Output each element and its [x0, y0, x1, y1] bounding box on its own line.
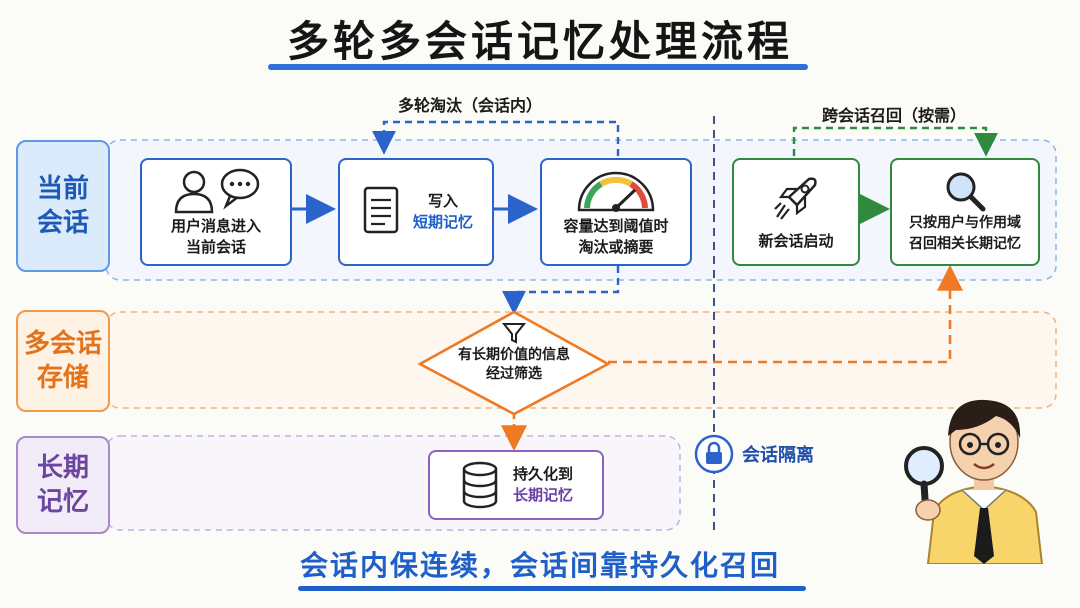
step-filter-line1: 有长期价值的信息 — [458, 347, 570, 363]
step-capacity-threshold: 容量达到阈值时 淘汰或摘要 — [540, 158, 692, 266]
person-illustration — [904, 399, 1044, 564]
lane-label-current-session: 当前 会话 — [16, 140, 110, 272]
document-icon — [363, 186, 399, 234]
lane-current-line2: 会话 — [36, 208, 89, 238]
step-write-line2: 短期记忆 — [412, 213, 473, 231]
gauge-icon — [577, 171, 655, 212]
arrow-filter-to-recall — [608, 264, 963, 364]
step-persist-line2: 长期记忆 — [512, 486, 573, 504]
lane-label-long-term-memory: 长期 记忆 — [16, 436, 110, 534]
filter-diamond — [417, 310, 611, 416]
lane-current-line1: 当前 — [36, 174, 89, 204]
step-persist-text: 持久化到 长期记忆 — [513, 464, 573, 506]
page-title: 多轮多会话记忆处理流程 — [286, 17, 793, 66]
step-persist-long-term: 持久化到 长期记忆 — [428, 450, 604, 520]
step-filter-valuable: 有长期价值的信息 经过筛选 — [436, 320, 592, 410]
bottom-slogan: 会话内保连续，会话间靠持久化召回 — [299, 549, 780, 582]
step-filter-line2: 经过筛选 — [486, 366, 542, 382]
funnel-icon — [501, 323, 527, 344]
title-underline — [268, 64, 808, 70]
session-isolation-label: 会话隔离 — [742, 445, 814, 466]
magnifier-icon — [946, 172, 986, 212]
label-cross-session-recall: 跨会话召回（按需） — [822, 106, 967, 125]
lane-label-multi-session-storage: 多会话 存储 — [16, 310, 110, 412]
step-user-message-line2: 当前会话 — [185, 238, 246, 256]
arrow-cross-session-recall — [792, 126, 998, 157]
step-write-short-term: 写入 短期记忆 — [338, 158, 494, 266]
step-capacity-line1: 容量达到阈值时 — [563, 217, 669, 235]
step-new-session-start: 新会话启动 — [732, 158, 860, 266]
lane-longterm-line1: 长期 — [36, 453, 89, 483]
user-chat-icon — [174, 168, 260, 214]
arrow-capacity-to-filter — [502, 266, 620, 315]
session-isolation: 会话隔离 — [694, 434, 844, 474]
step-recall-line1: 只按用户与作用域 — [909, 215, 1021, 231]
rocket-icon — [774, 176, 817, 220]
step-new-session-line1: 新会话启动 — [758, 231, 834, 250]
step-capacity-line2: 淘汰或摘要 — [578, 238, 654, 256]
step-persist-line1: 持久化到 — [512, 465, 573, 483]
arrow-eviction-loop — [372, 120, 620, 156]
lane-storage-line2: 存储 — [36, 363, 89, 393]
chat-bubble-icon — [220, 168, 260, 200]
step-user-message-line1: 用户消息进入 — [170, 217, 261, 235]
lock-icon — [694, 434, 734, 474]
user-icon — [182, 170, 206, 194]
step-recall-by-scope: 只按用户与作用域 召回相关长期记忆 — [890, 158, 1040, 266]
lane-longterm-line2: 记忆 — [36, 487, 89, 517]
step-write-line1: 写入 — [427, 192, 458, 210]
step-recall-line2: 召回相关长期记忆 — [909, 236, 1021, 252]
step-write-text: 写入 短期记忆 — [413, 191, 473, 233]
step-user-message: 用户消息进入 当前会话 — [140, 158, 292, 266]
database-icon — [462, 461, 498, 509]
label-multi-turn-eviction: 多轮淘汰（会话内） — [398, 96, 543, 115]
lane-storage-line1: 多会话 — [23, 329, 102, 359]
bottom-underline — [298, 586, 806, 591]
